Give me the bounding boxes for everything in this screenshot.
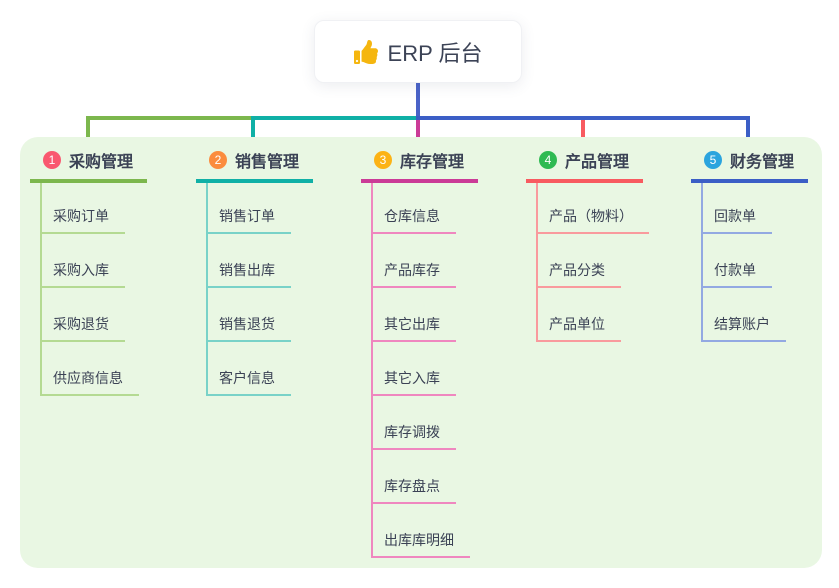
branch-title-label: 采购管理 xyxy=(69,154,134,171)
tree-node[interactable]: 仓库信息 xyxy=(373,183,456,234)
branch-title-sales[interactable]: 2 销售管理 xyxy=(196,148,313,183)
tree-node[interactable]: 采购订单 xyxy=(42,183,125,234)
tree-node[interactable]: 产品库存 xyxy=(373,234,456,288)
branch-inventory-management: 3 库存管理 仓库信息 产品库存 其它出库 其它入库 库存调拨 库存盘点 出库库… xyxy=(361,148,501,558)
branches-panel xyxy=(20,137,822,568)
tree-node[interactable]: 供应商信息 xyxy=(42,342,139,396)
branch-children: 销售订单 销售出库 销售退货 客户信息 xyxy=(206,183,336,396)
branch-title-purchase[interactable]: 1 采购管理 xyxy=(30,148,147,183)
tree-node[interactable]: 产品单位 xyxy=(538,288,621,342)
branch-title-label: 销售管理 xyxy=(235,154,300,171)
branch-purchase-management: 1 采购管理 采购订单 采购入库 采购退货 供应商信息 xyxy=(30,148,170,396)
branch-sales-management: 2 销售管理 销售订单 销售出库 销售退货 客户信息 xyxy=(196,148,336,396)
tree-node[interactable]: 采购退货 xyxy=(42,288,125,342)
branch-number-badge: 1 xyxy=(43,151,61,169)
thumbs-up-icon xyxy=(353,39,378,64)
branch-drop-line xyxy=(416,116,420,150)
tree-node[interactable]: 采购入库 xyxy=(42,234,125,288)
root-connector-line xyxy=(416,82,420,118)
root-node-erp-backend[interactable]: ERP 后台 xyxy=(314,20,522,83)
branch-title-label: 产品管理 xyxy=(565,154,630,171)
bus-line-segment xyxy=(416,116,750,120)
branch-children: 产品（物料） 产品分类 产品单位 xyxy=(536,183,666,342)
branch-drop-line xyxy=(581,116,585,150)
branch-drop-line xyxy=(746,116,750,150)
tree-node[interactable]: 库存调拨 xyxy=(373,396,456,450)
branch-children: 仓库信息 产品库存 其它出库 其它入库 库存调拨 库存盘点 出库库明细 xyxy=(371,183,501,558)
tree-node[interactable]: 其它入库 xyxy=(373,342,456,396)
bus-line-segment xyxy=(251,116,416,120)
branch-title-label: 财务管理 xyxy=(730,154,795,171)
branch-product-management: 4 产品管理 产品（物料） 产品分类 产品单位 xyxy=(526,148,666,342)
tree-node[interactable]: 销售订单 xyxy=(208,183,291,234)
tree-node[interactable]: 客户信息 xyxy=(208,342,291,396)
branch-title-finance[interactable]: 5 财务管理 xyxy=(691,148,808,183)
branch-drop-line xyxy=(251,116,255,150)
tree-node[interactable]: 回款单 xyxy=(703,183,772,234)
branch-title-inventory[interactable]: 3 库存管理 xyxy=(361,148,478,183)
branch-number-badge: 3 xyxy=(374,151,392,169)
tree-node[interactable]: 出库库明细 xyxy=(373,504,470,558)
branch-title-product[interactable]: 4 产品管理 xyxy=(526,148,643,183)
tree-node[interactable]: 库存盘点 xyxy=(373,450,456,504)
bus-line-segment xyxy=(86,116,251,120)
root-node-label: ERP 后台 xyxy=(387,40,483,66)
tree-node[interactable]: 销售出库 xyxy=(208,234,291,288)
branch-title-label: 库存管理 xyxy=(400,154,465,171)
branch-number-badge: 2 xyxy=(209,151,227,169)
tree-node[interactable]: 销售退货 xyxy=(208,288,291,342)
tree-node[interactable]: 其它出库 xyxy=(373,288,456,342)
branch-number-badge: 4 xyxy=(539,151,557,169)
branch-finance-management: 5 财务管理 回款单 付款单 结算账户 xyxy=(691,148,831,342)
tree-node[interactable]: 产品分类 xyxy=(538,234,621,288)
tree-node[interactable]: 付款单 xyxy=(703,234,772,288)
branch-drop-line xyxy=(86,116,90,150)
branch-children: 采购订单 采购入库 采购退货 供应商信息 xyxy=(40,183,170,396)
branch-number-badge: 5 xyxy=(704,151,722,169)
branch-children: 回款单 付款单 结算账户 xyxy=(701,183,831,342)
tree-node[interactable]: 结算账户 xyxy=(703,288,786,342)
tree-node[interactable]: 产品（物料） xyxy=(538,183,649,234)
